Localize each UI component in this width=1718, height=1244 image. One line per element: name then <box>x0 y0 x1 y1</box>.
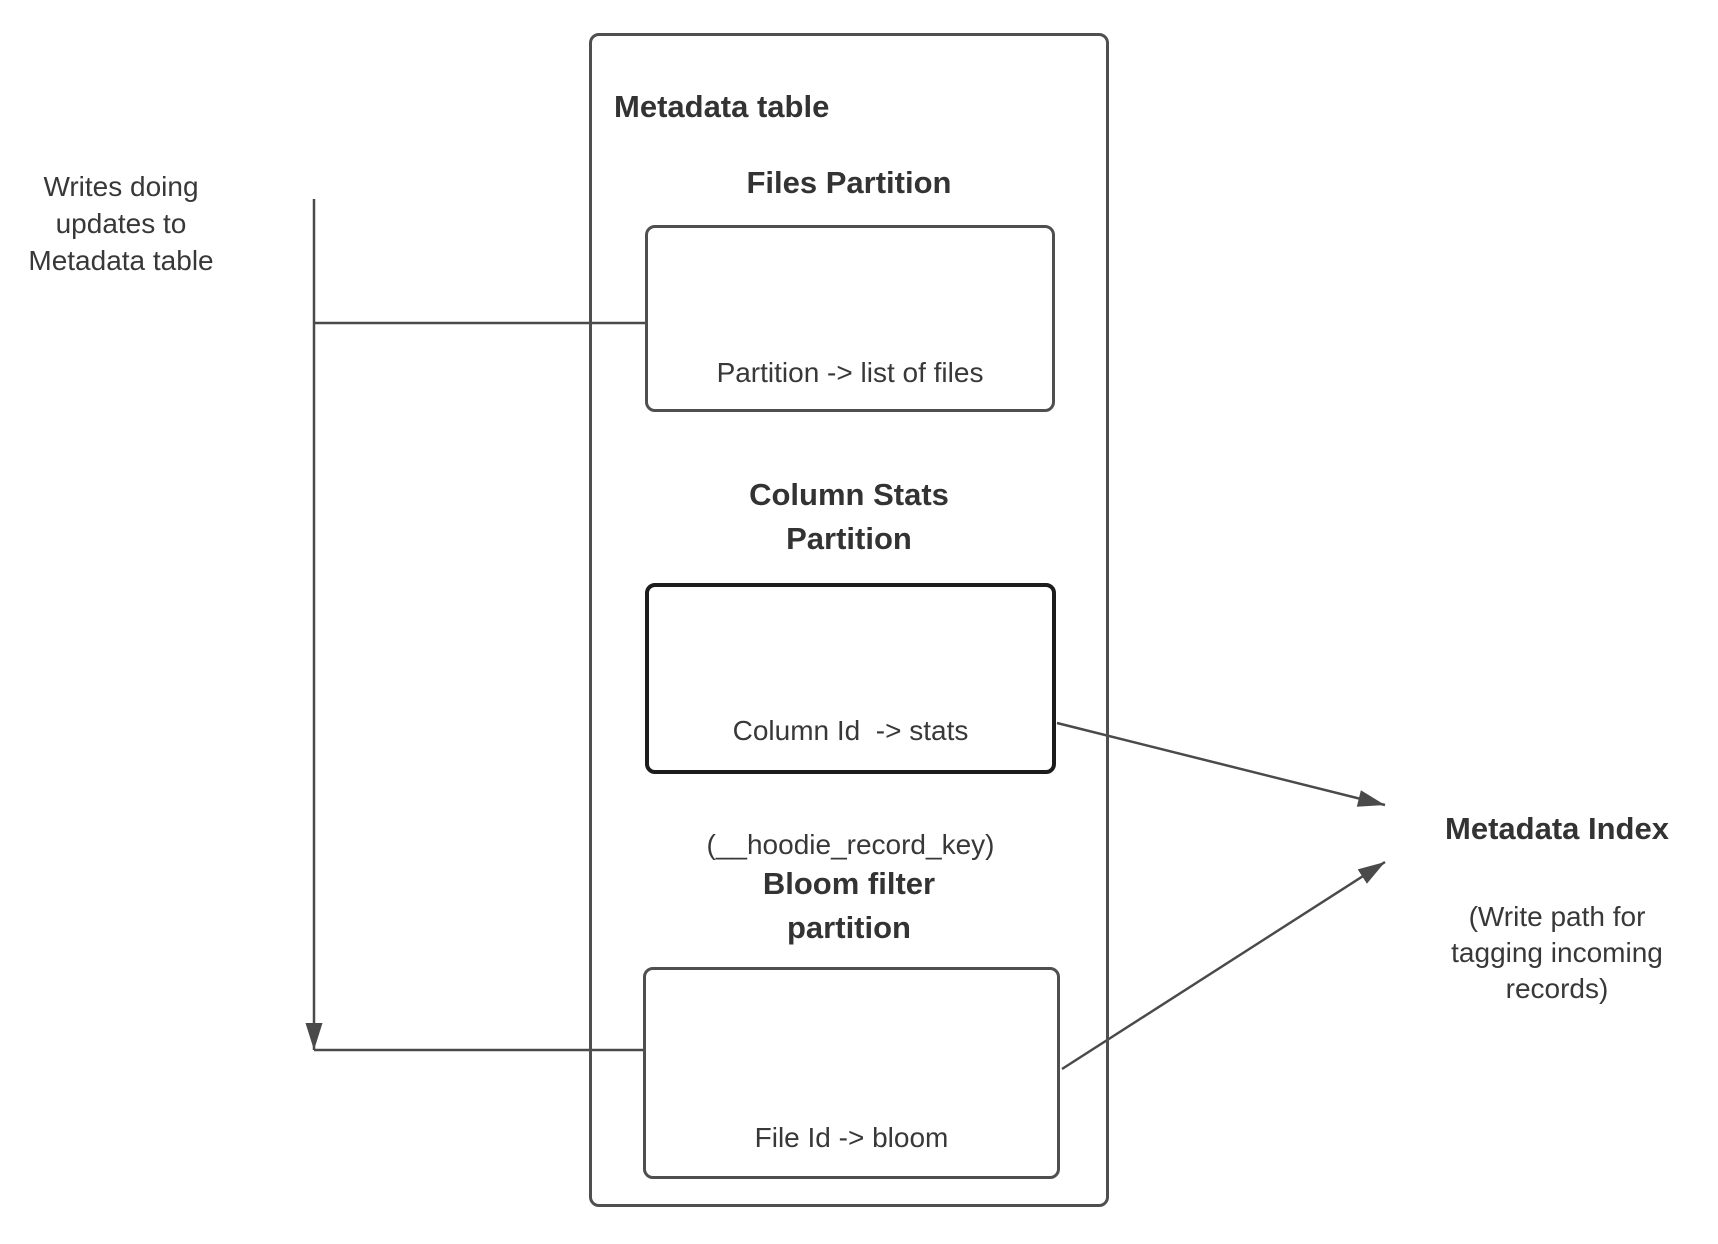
writes-note-line: Writes doing <box>43 171 199 202</box>
files-partition-heading: Files Partition <box>589 161 1109 205</box>
column-stats-heading-line: Partition <box>786 521 912 556</box>
bloom-filter-heading-line: Bloom filter <box>762 866 936 901</box>
writes-note: Writes doing updates to Metadata table <box>6 168 236 279</box>
bloom-filter-heading-line: partition <box>787 910 911 945</box>
metadata-index-note: (Write path for tagging incoming records… <box>1390 899 1718 1007</box>
metadata-index-heading: Metadata Index <box>1445 811 1669 846</box>
column-stats-partition-heading: Column Stats Partition <box>589 473 1109 561</box>
metadata-index-note-line: tagging incoming <box>1451 937 1663 968</box>
bloom-filter-partition-heading: Bloom filter partition <box>589 862 1109 950</box>
files-partition-heading-text: Files Partition <box>746 165 952 200</box>
bloom-to-index-arrow <box>1061 860 1386 1071</box>
column-stats-partition-box: Column Id -> stats (__hoodie_record_key) <box>645 583 1056 860</box>
column-stats-partition-label: Column Id -> stats (__hoodie_record_key) <box>649 636 1052 940</box>
writes-note-line: Metadata table <box>28 245 214 276</box>
metadata-table-container <box>589 33 1109 1207</box>
files-partition-label-text: Partition -> list of files <box>716 357 984 388</box>
metadata-index-note-line: (Write path for <box>1468 901 1646 932</box>
writes-note-line: updates to <box>55 208 187 239</box>
column-stats-heading-line: Column Stats <box>749 477 949 512</box>
column-stats-label-line: Column Id -> stats <box>732 715 969 746</box>
metadata-table-title: Metadata table <box>614 89 830 124</box>
files-partition-label: Partition -> list of files <box>648 278 1052 468</box>
bloom-filter-label-text: File Id -> bloom <box>754 1122 949 1153</box>
column-stats-to-index-arrow <box>1056 721 1386 807</box>
bloom-filter-partition-box: File Id -> bloom <box>643 967 1060 1179</box>
files-partition-box: Partition -> list of files <box>645 225 1055 412</box>
column-stats-label-line: (__hoodie_record_key) <box>706 829 995 860</box>
metadata-index-note-line: records) <box>1505 973 1609 1004</box>
bloom-filter-partition-label: File Id -> bloom <box>646 1043 1057 1233</box>
